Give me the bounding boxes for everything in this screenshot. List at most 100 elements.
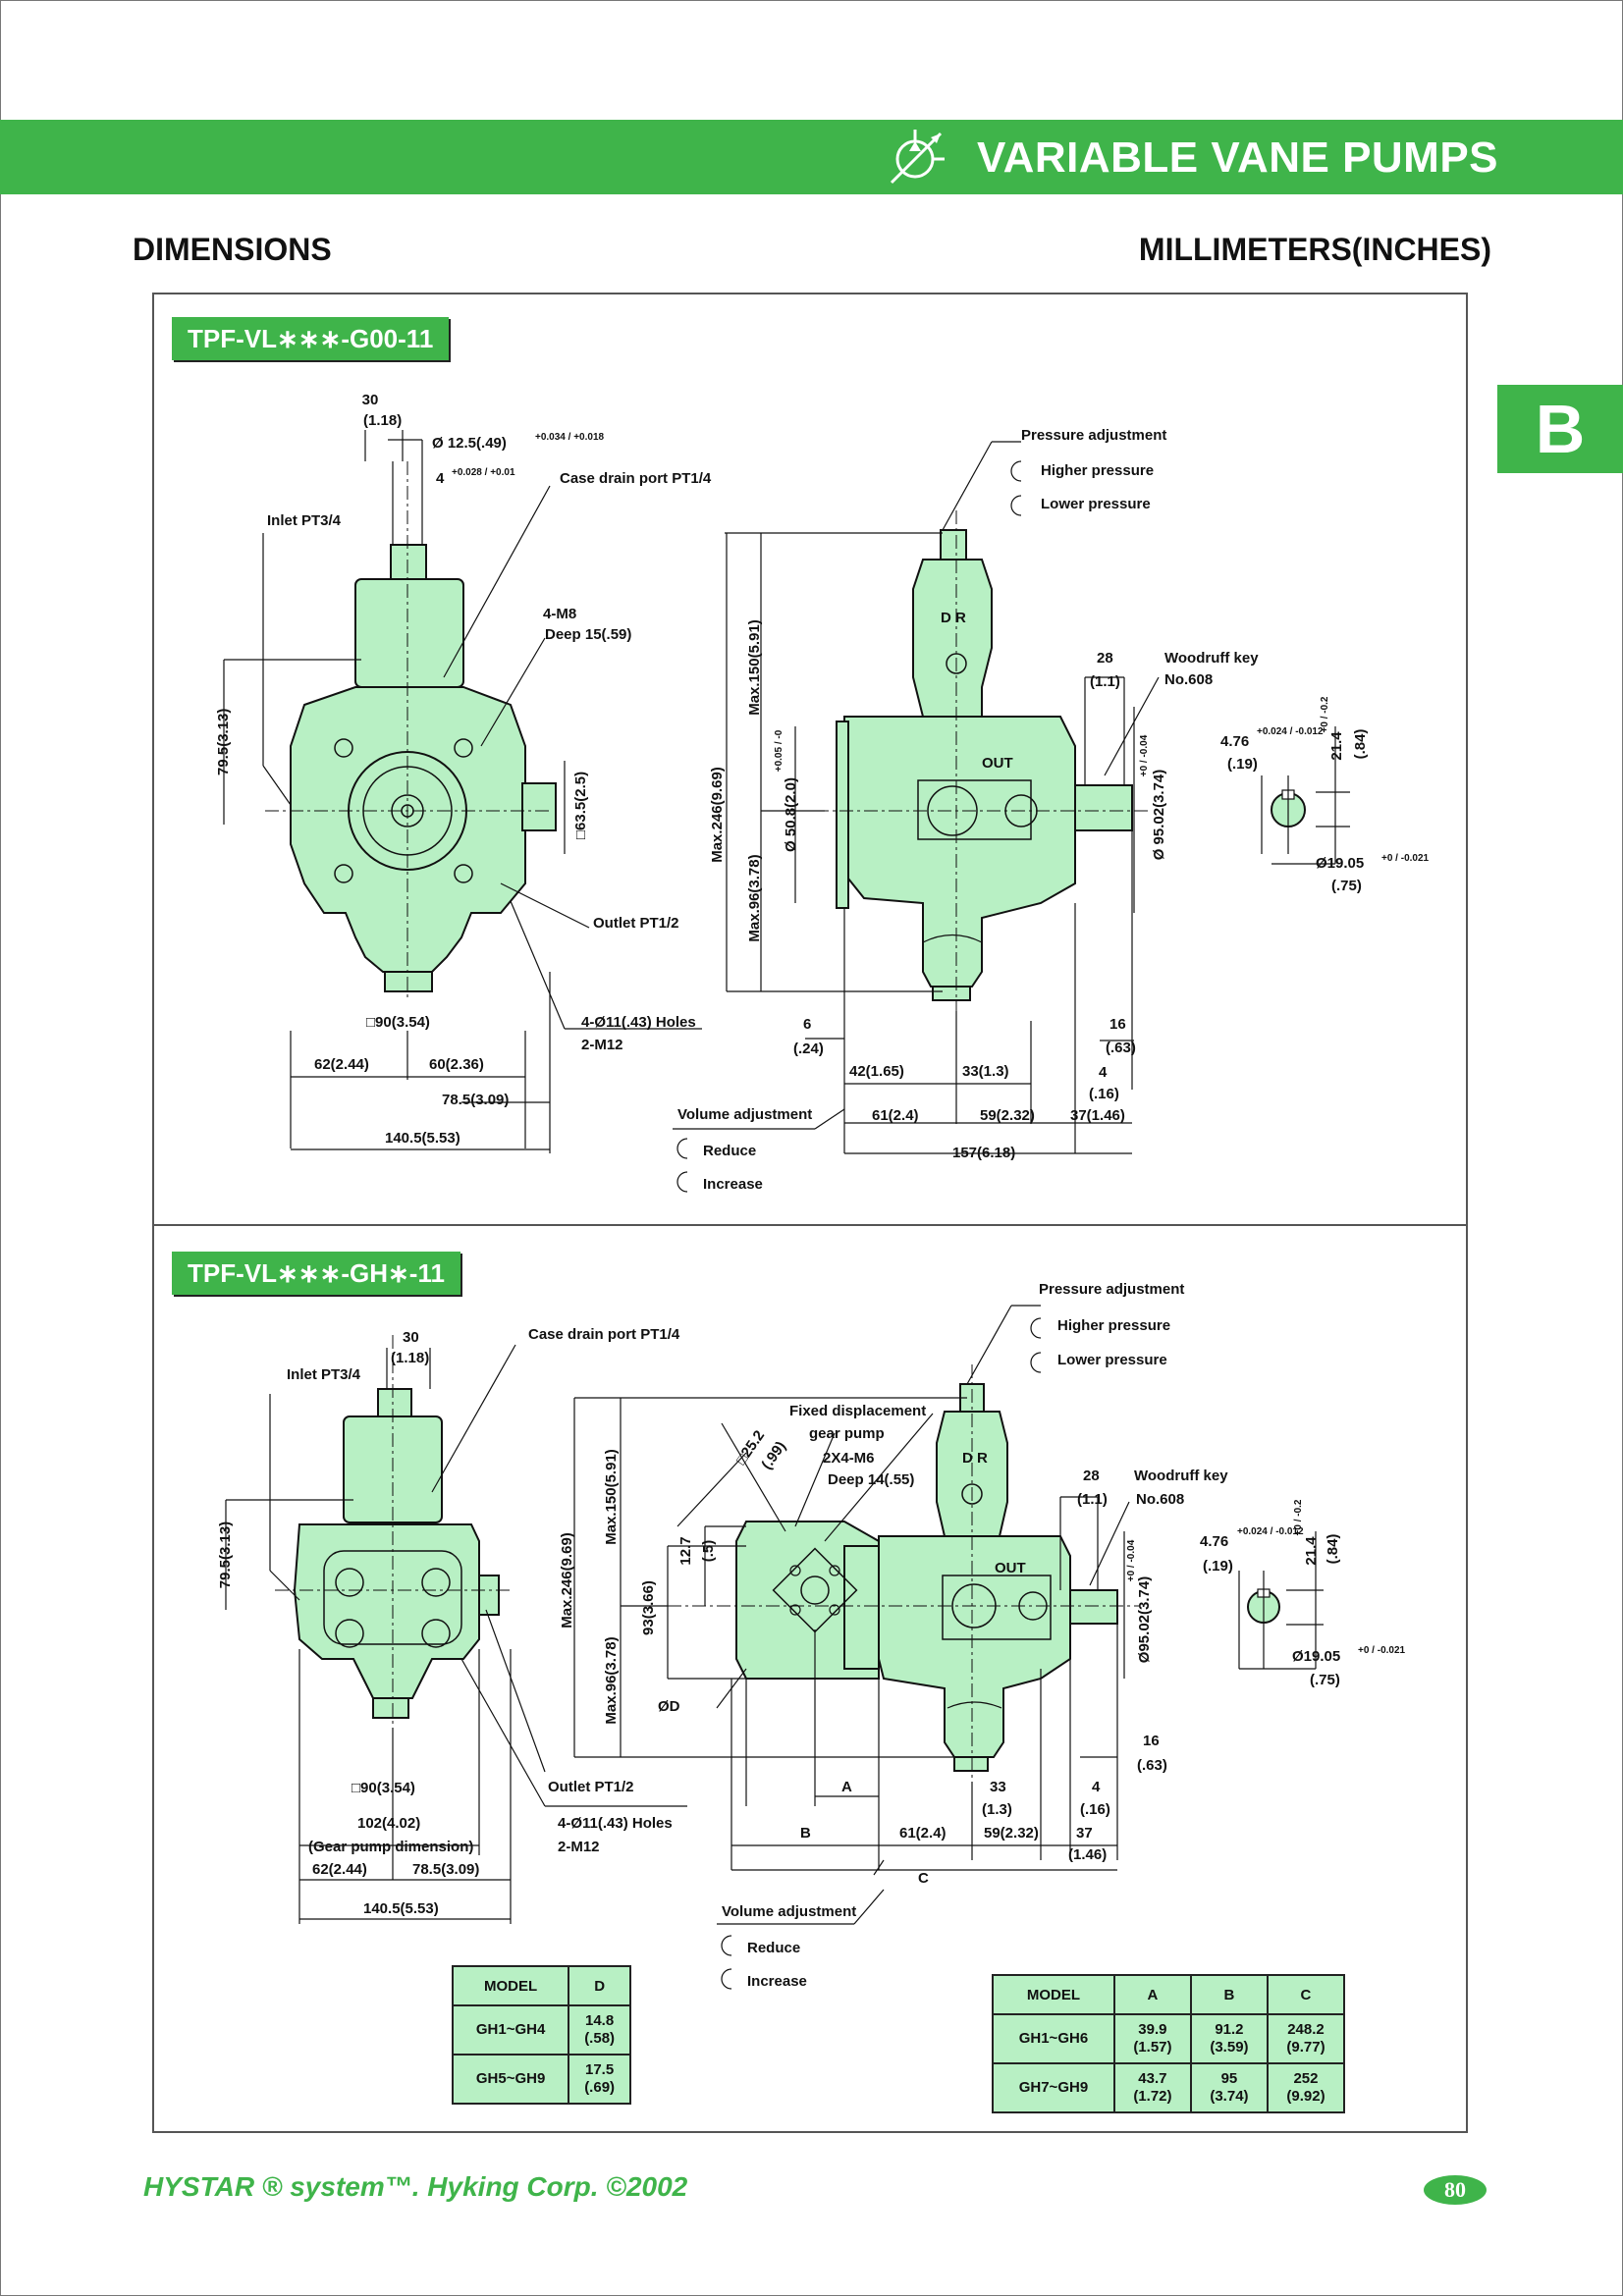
table-abc-b: 91.2(3.59): [1189, 2013, 1269, 2064]
label2-outlet: Outlet PT1/2: [548, 1779, 634, 1795]
dim2-w62: 62(2.44): [312, 1861, 367, 1878]
dim2-d1905-in: (.75): [1310, 1672, 1340, 1688]
dim2-max150: Max.150(5.91): [603, 1449, 620, 1545]
dim-30: 30: [362, 392, 379, 408]
units-label: MILLIMETERS(INCHES): [1138, 232, 1491, 267]
header-band: [0, 120, 1623, 194]
dim2-B: B: [800, 1825, 811, 1842]
dim-k476-in: (.19): [1227, 756, 1258, 773]
dim-s4: 4: [1099, 1064, 1108, 1081]
dim2-d1905: Ø19.05: [1292, 1648, 1340, 1665]
pump-side-view-1: [815, 510, 1149, 1011]
label-deep: Deep 15(.59): [545, 626, 631, 643]
dim2-s33-in: (1.3): [982, 1801, 1012, 1818]
lower-pressure-arrow-icon-2: [1030, 1352, 1042, 1373]
table-abc-model: GH7~GH9: [992, 2062, 1115, 2113]
label-case-drain: Case drain port PT1/4: [560, 470, 712, 487]
dim2-C: C: [918, 1870, 929, 1887]
dim2-k476-tol: +0.024 / -0.012: [1237, 1526, 1304, 1537]
page-title: VARIABLE VANE PUMPS: [977, 133, 1499, 182]
dim2-s37: 37: [1076, 1825, 1093, 1842]
table-d-model: GH1~GH4: [451, 2004, 570, 2056]
table-abc-header-a: A: [1112, 1974, 1192, 2015]
label-higher: Higher pressure: [1041, 462, 1154, 479]
table-abc-a: 43.7(1.72): [1112, 2062, 1192, 2113]
table-abc-header-b: B: [1189, 1974, 1269, 2015]
reduce-arrow-icon-2: [721, 1935, 732, 1956]
dim-max150: Max.150(5.91): [746, 619, 763, 716]
dim-key4: 4: [436, 470, 445, 487]
dim-d508-tol: +0.05 / -0: [774, 729, 784, 772]
higher-pressure-arrow-icon: [1010, 460, 1022, 482]
dim2-sq90: □90(3.54): [352, 1780, 415, 1796]
dim-28: 28: [1097, 650, 1113, 667]
label-reduce: Reduce: [703, 1143, 756, 1159]
pump-side-view-2: [668, 1364, 1139, 1782]
section-title: DIMENSIONS: [133, 232, 332, 267]
dim-s61: 61(2.4): [872, 1107, 919, 1124]
dim2-gear-dim: (Gear pump dimension): [308, 1839, 473, 1855]
dim2-k214-in: (.84): [1325, 1534, 1341, 1565]
label-m12: 2-M12: [581, 1037, 623, 1053]
dim-k214: 21.4: [1328, 731, 1345, 761]
dim2-30: 30: [403, 1329, 419, 1346]
dim-d508: Ø 50.8(2.0): [783, 777, 799, 852]
dim-sq635: □63.5(2.5): [572, 772, 589, 839]
dim2-28-in: (1.1): [1077, 1491, 1108, 1508]
dim-s6: 6: [803, 1016, 811, 1033]
dim-sq90: □90(3.54): [366, 1014, 430, 1031]
table-abc-c: 248.2(9.77): [1266, 2013, 1346, 2064]
dim-d1905: Ø19.05: [1316, 855, 1364, 872]
dim2-max96: Max.96(3.78): [603, 1636, 620, 1724]
table-d-value: 14.8(.58): [568, 2004, 631, 2056]
label-lower: Lower pressure: [1041, 496, 1151, 512]
dim-w62: 62(2.44): [314, 1056, 369, 1073]
table-d: MODEL D GH1~GH4 14.8(.58) GH5~GH9 17.5(.…: [451, 1965, 631, 2105]
label2-deep: Deep 14(.55): [828, 1471, 914, 1488]
label2-phi-d: ØD: [658, 1698, 680, 1715]
higher-pressure-arrow-icon-2: [1030, 1317, 1042, 1339]
dim2-s16: 16: [1143, 1733, 1160, 1749]
label-inlet: Inlet PT3/4: [267, 512, 342, 529]
dim2-A: A: [841, 1779, 852, 1795]
dim-s6-in: (.24): [793, 1041, 824, 1057]
label-vol-adj: Volume adjustment: [677, 1106, 812, 1123]
table-abc-c: 252(9.92): [1266, 2062, 1346, 2113]
dim-d1905-tol: +0 / -0.021: [1381, 853, 1430, 864]
dim2-d9502: Ø95.02(3.74): [1136, 1576, 1153, 1663]
label2-holes: 4-Ø11(.43) Holes: [558, 1815, 673, 1832]
dim-k214-in: (.84): [1352, 729, 1369, 760]
dim2-k476-in: (.19): [1203, 1558, 1233, 1575]
table-d-value: 17.5(.69): [568, 2054, 631, 2105]
dim-s33: 33(1.3): [962, 1063, 1009, 1080]
dim-s157: 157(6.18): [952, 1145, 1015, 1161]
label-pressure-adj: Pressure adjustment: [1021, 427, 1166, 444]
dim2-d127-in: (.5): [700, 1540, 717, 1563]
dim2-s4-in: (.16): [1080, 1801, 1110, 1818]
dim-w60: 60(2.36): [429, 1056, 484, 1073]
dim2-s4: 4: [1092, 1779, 1101, 1795]
dim-d9502: Ø 95.02(3.74): [1151, 770, 1167, 861]
label2-woodruff: Woodruff key: [1134, 1468, 1228, 1484]
dim2-s16-in: (.63): [1137, 1757, 1167, 1774]
dim-w1405: 140.5(5.53): [385, 1130, 460, 1147]
model-tag-gh: TPF-VL∗∗∗-GH∗-11: [172, 1252, 460, 1295]
label-dr: D R: [941, 610, 966, 626]
dim2-d127: 12.7: [677, 1536, 694, 1565]
dim2-s33: 33: [990, 1779, 1006, 1795]
table-abc-b: 95(3.74): [1189, 2062, 1269, 2113]
page-number: 80: [1424, 2175, 1487, 2205]
frame-divider: [154, 1224, 1466, 1226]
dim2-k214-tol: +0 / -0.2: [1293, 1499, 1304, 1535]
key-detail-2: [1238, 1531, 1324, 1670]
dim-s42: 42(1.65): [849, 1063, 904, 1080]
table-row: GH7~GH9 43.7(1.72) 95(3.74) 252(9.92): [992, 2062, 1346, 2113]
dim-max246: Max.246(9.69): [709, 767, 726, 863]
dims-front-1: [223, 430, 702, 1153]
dim-k476: 4.76: [1220, 733, 1249, 750]
dim-shaft-tol: +0.034 / +0.018: [535, 432, 605, 443]
increase-arrow-icon-2: [721, 1968, 732, 1990]
label2-increase: Increase: [747, 1973, 807, 1990]
dim-k214-tol: +0 / -0.2: [1320, 696, 1330, 732]
